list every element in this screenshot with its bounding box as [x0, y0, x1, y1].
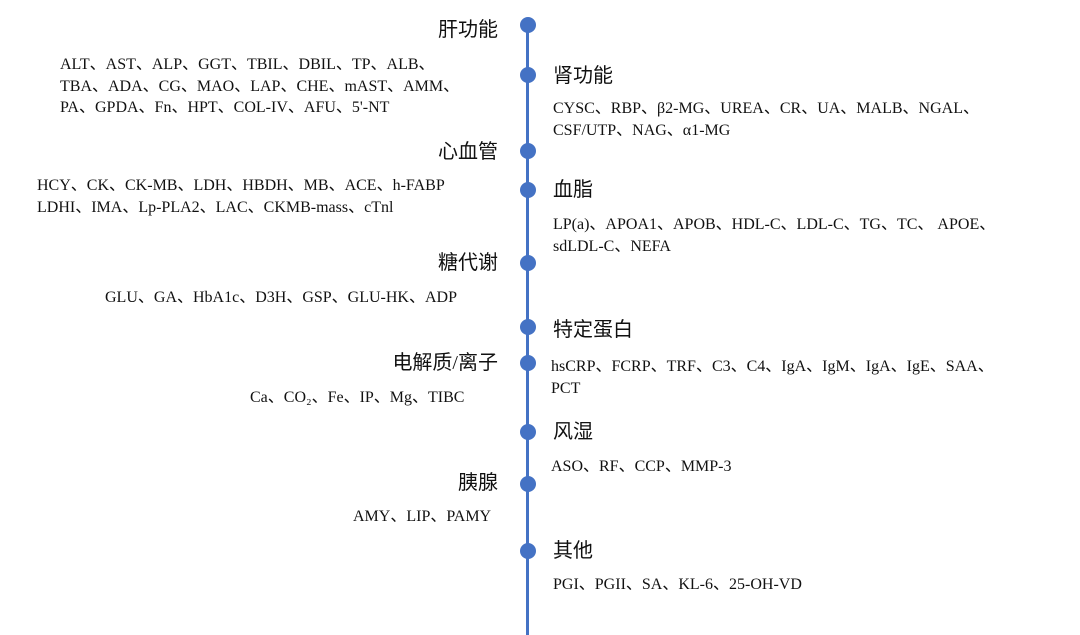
timeline-node — [519, 476, 536, 492]
item-line: PGI、PGII、SA、KL-6、25-OH-VD — [553, 576, 802, 593]
item-line: Ca、CO₂、Fe、IP、Mg、TIBC — [250, 389, 465, 406]
category-title: 风湿 — [553, 421, 593, 443]
item-line: PA、GPDA、Fn、HPT、COL-IV、AFU、5'-NT — [60, 99, 390, 116]
category-title: 胰腺 — [458, 472, 498, 494]
item-line: LDHI、IMA、Lp-PLA2、LAC、CKMB-mass、cTnl — [37, 198, 394, 216]
category-items: Ca、CO₂、Fe、IP、Mg、TIBC — [250, 387, 464, 409]
timeline-node — [519, 255, 536, 271]
item-line: CSF/UTP、NAG、α1-MG — [553, 121, 731, 139]
item-line: hsCRP、FCRP、TRF、C3、C4、IgA、IgM、IgA、IgE、SAA… — [551, 358, 994, 375]
category-items: HCY、CK、CK-MB、LDH、HBDH、MB、ACE、h-FABP LDHI、… — [37, 175, 445, 218]
category-title: 血脂 — [553, 179, 593, 201]
item-line: CYSC、RBP、β2-MG、UREA、CR、UA、MALB、NGAL、 — [553, 100, 979, 117]
timeline-node — [519, 319, 536, 335]
category-items: LP(a)、APOA1、APOB、HDL-C、LDL-C、TG、TC、 APOE… — [553, 214, 995, 257]
item-line: AMY、LIP、PAMY — [353, 508, 492, 525]
timeline-node — [519, 182, 536, 198]
timeline-node — [519, 355, 536, 371]
category-title: 心血管 — [438, 141, 498, 163]
category-title: 肝功能 — [438, 19, 498, 41]
item-line: GLU、GA、HbA1c、D3H、GSP、GLU-HK、ADP — [105, 289, 457, 306]
category-items: ALT、AST、ALP、GGT、TBIL、DBIL、TP、ALB、 TBA、ADA… — [60, 54, 459, 119]
category-items: hsCRP、FCRP、TRF、C3、C4、IgA、IgM、IgA、IgE、SAA… — [551, 356, 994, 399]
item-line: ASO、RF、CCP、MMP-3 — [551, 458, 732, 475]
category-title: 肾功能 — [553, 65, 613, 87]
timeline-node — [519, 143, 536, 159]
category-items: CYSC、RBP、β2-MG、UREA、CR、UA、MALB、NGAL、 CSF/… — [553, 98, 979, 141]
item-line: TBA、ADA、CG、MAO、LAP、CHE、mAST、AMM、 — [60, 77, 460, 95]
category-title: 其他 — [553, 540, 593, 562]
category-items: AMY、LIP、PAMY — [353, 506, 491, 528]
item-line: ALT、AST、ALP、GGT、TBIL、DBIL、TP、ALB、 — [60, 56, 435, 73]
category-title: 糖代谢 — [438, 252, 498, 274]
item-line: PCT — [551, 379, 581, 397]
category-items: GLU、GA、HbA1c、D3H、GSP、GLU-HK、ADP — [105, 287, 457, 309]
category-items: ASO、RF、CCP、MMP-3 — [551, 456, 732, 478]
item-line: LP(a)、APOA1、APOB、HDL-C、LDL-C、TG、TC、 APOE… — [553, 216, 996, 233]
item-line: HCY、CK、CK-MB、LDH、HBDH、MB、ACE、h-FABP — [37, 177, 445, 194]
timeline-node — [519, 424, 536, 440]
category-items: PGI、PGII、SA、KL-6、25-OH-VD — [553, 574, 802, 596]
item-line: sdLDL-C、NEFA — [553, 237, 671, 255]
timeline-node — [519, 543, 536, 559]
category-title: 电解质/离子 — [392, 352, 498, 374]
timeline-node — [519, 17, 536, 33]
category-title: 特定蛋白 — [553, 319, 633, 341]
timeline-node — [519, 67, 536, 83]
